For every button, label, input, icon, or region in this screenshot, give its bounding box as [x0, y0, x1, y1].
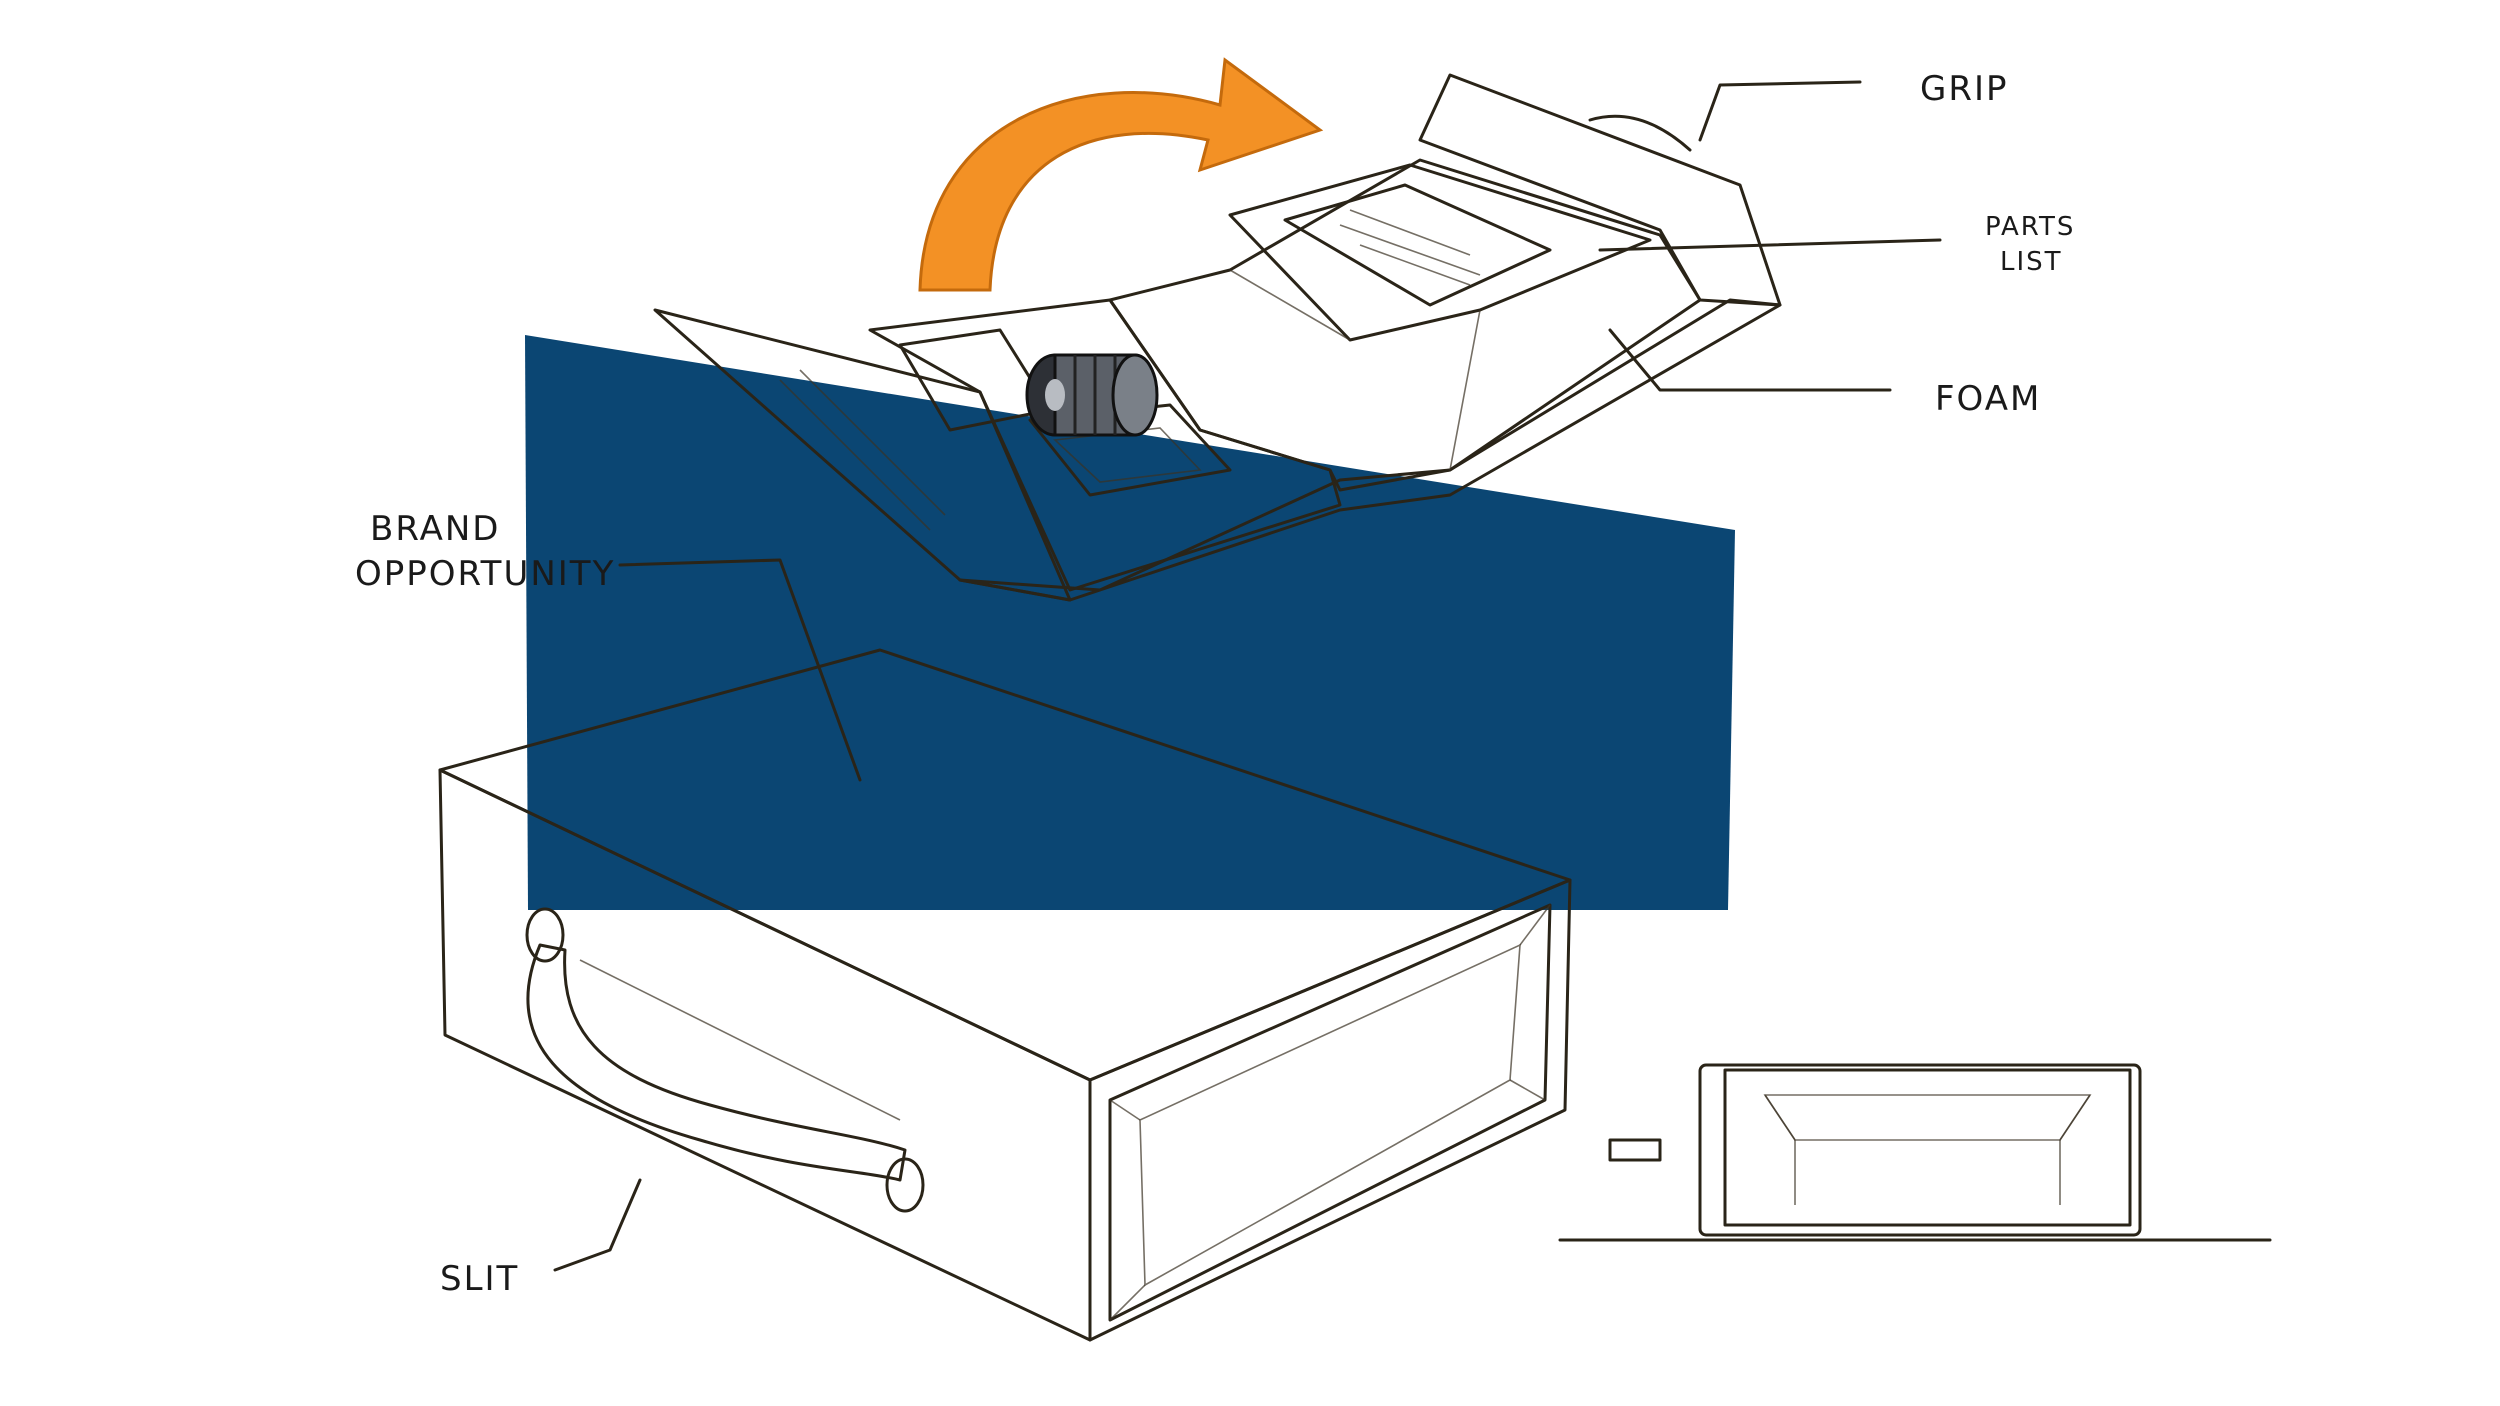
foam-block-right: [1108, 158, 1702, 492]
label-brand-line2: OPPORTUNITY: [355, 554, 615, 594]
box-handle: [525, 907, 925, 1213]
label-foam: FOAM: [1935, 379, 2041, 419]
curved-arrow-icon: [918, 57, 1324, 292]
end-view-drawer: [1558, 1063, 2272, 1242]
label-slit: SLIT: [440, 1259, 519, 1299]
label-parts-list-line2: LIST: [2000, 247, 2063, 277]
label-grip: GRIP: [1920, 69, 2009, 109]
box-end-face: [1088, 878, 1572, 1342]
leader-lines: [553, 80, 1942, 1272]
roller-part-icon: [1025, 353, 1159, 437]
open-tray-insert: [653, 73, 1782, 602]
closed-box: [438, 648, 1572, 1342]
label-parts-list-line1: PARTS: [1985, 212, 2075, 242]
grip-strap: [1588, 114, 1692, 152]
navy-background-panel: [525, 335, 1735, 910]
parts-list-card: [1283, 183, 1552, 307]
label-brand-line1: BRAND: [370, 509, 500, 549]
